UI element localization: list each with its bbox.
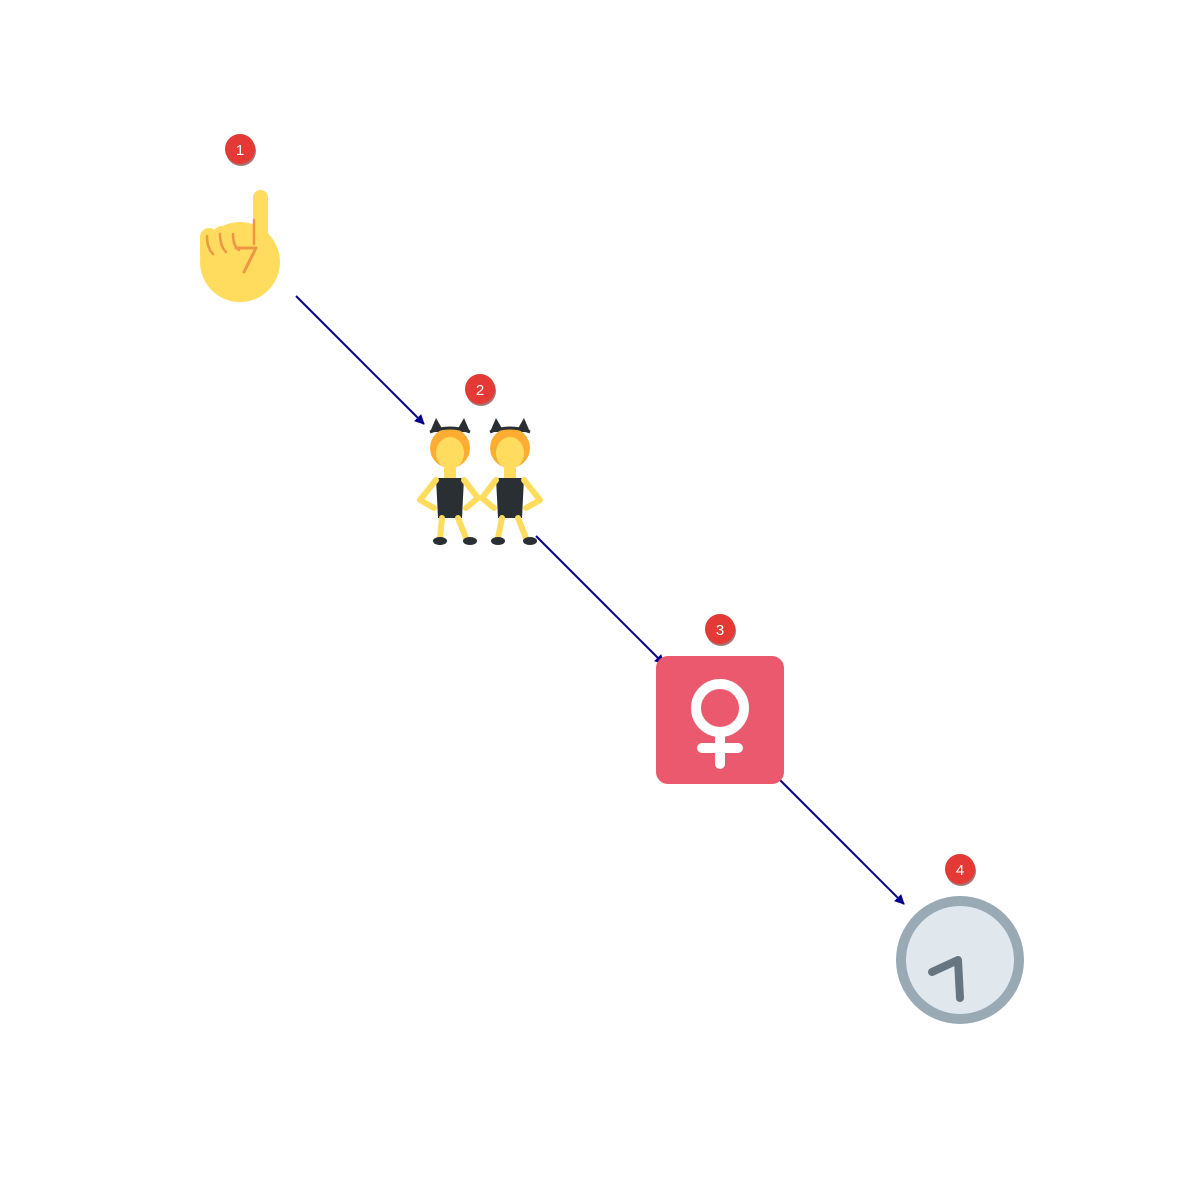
- step-3: 3: [656, 614, 784, 784]
- women-with-bunny-ears-icon: [417, 418, 543, 545]
- seven-oclock-icon: [896, 896, 1024, 1024]
- step-2: 2: [417, 374, 543, 545]
- step-badge-2: 2: [465, 374, 496, 406]
- index-pointing-up-icon: [200, 190, 280, 302]
- connector-3-to-4: [775, 775, 905, 905]
- female-sign-icon: [656, 656, 784, 784]
- step-4: 4: [896, 854, 1024, 1024]
- connector-1-to-2: [295, 295, 425, 425]
- step-number-3: 3: [716, 622, 724, 639]
- step-number-4: 4: [956, 862, 964, 879]
- step-number-1: 1: [236, 142, 244, 159]
- step-badge-3: 3: [705, 614, 736, 646]
- step-1: 1: [200, 134, 280, 302]
- step-badge-4: 4: [945, 854, 976, 886]
- step-badge-1: 1: [225, 134, 256, 166]
- connector-2-to-3: [535, 535, 665, 665]
- step-number-2: 2: [476, 382, 484, 399]
